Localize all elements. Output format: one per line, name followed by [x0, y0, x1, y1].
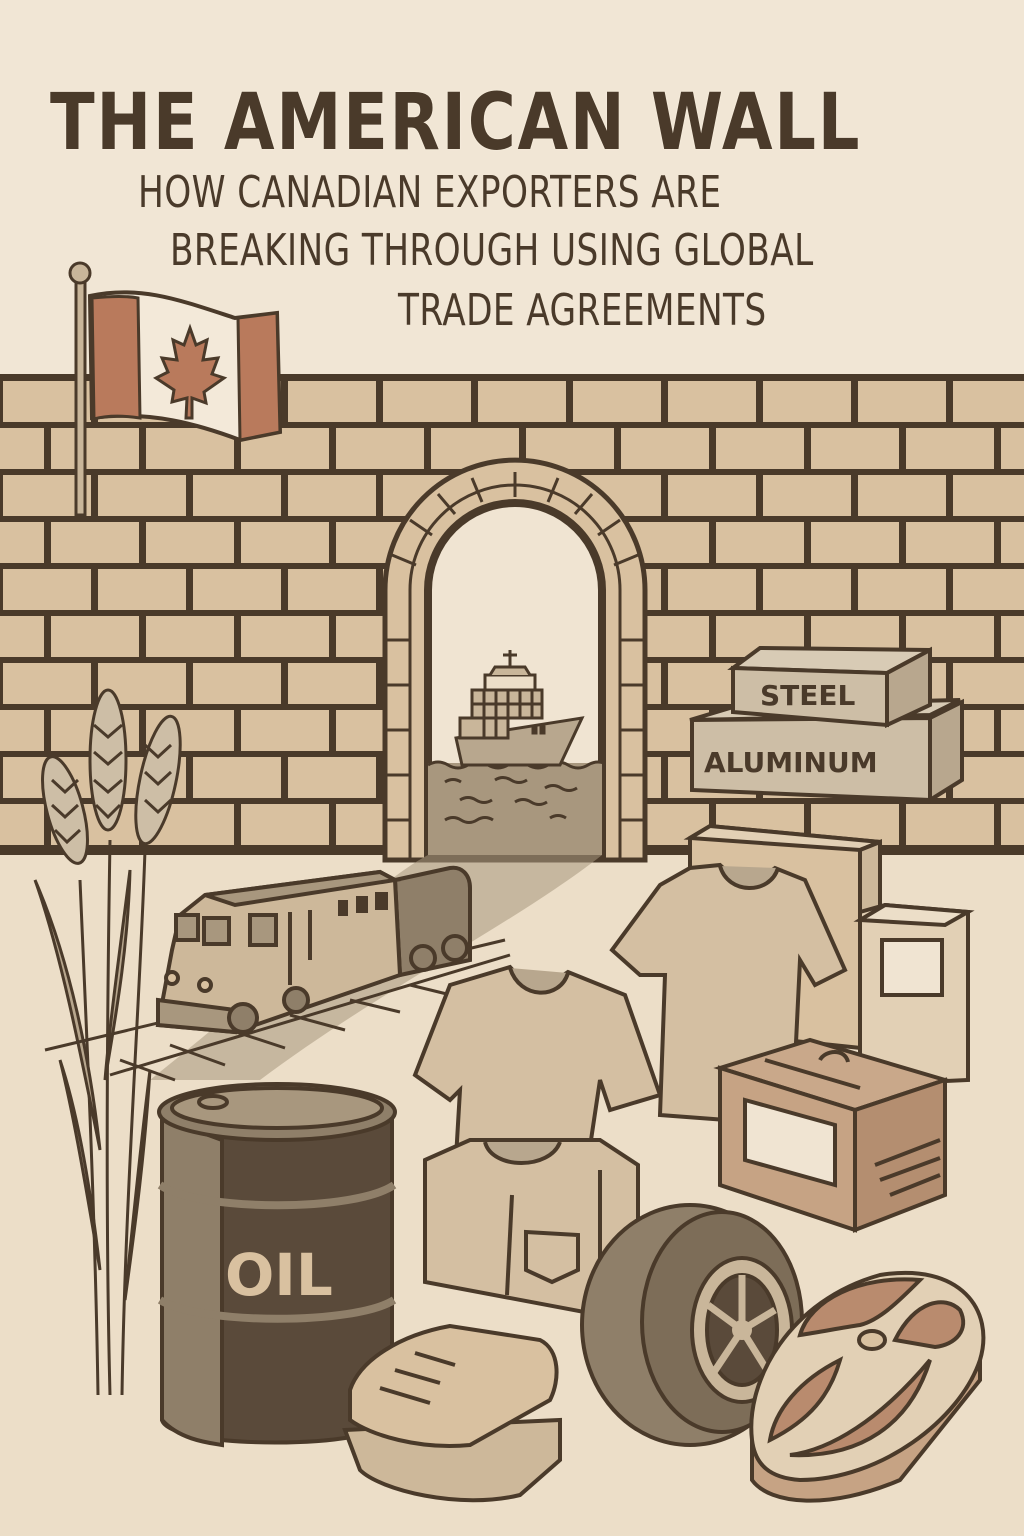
steel-aluminum-ingots: STEEL ALUMINUM: [689, 645, 964, 804]
aluminum-label: ALUMINUM: [704, 746, 878, 779]
cardboard-box-icon: [713, 1037, 952, 1233]
folded-jacket-icon: [423, 1138, 640, 1318]
sea: [428, 763, 602, 855]
freight-train-icon: [155, 865, 472, 1035]
oil-label: OIL: [225, 1241, 333, 1309]
cargo-ship-icon: [454, 650, 585, 767]
steak-icon: [749, 1270, 986, 1503]
wheat-stalks-icon: [33, 688, 182, 1396]
page-title: THE AMERICAN WALL: [50, 78, 862, 168]
folded-towels-icon: [342, 1323, 562, 1503]
steel-label: STEEL: [760, 679, 856, 712]
subtitle-line-2: BREAKING THROUGH USING GLOBAL: [170, 225, 814, 276]
arch-gateway: [382, 457, 648, 863]
subtitle-line-1: HOW CANADIAN EXPORTERS ARE: [138, 167, 722, 218]
oil-barrel-icon: OIL: [157, 1082, 397, 1448]
canada-flag-icon: [68, 261, 283, 517]
subtitle-line-3: TRADE AGREEMENTS: [398, 285, 767, 336]
